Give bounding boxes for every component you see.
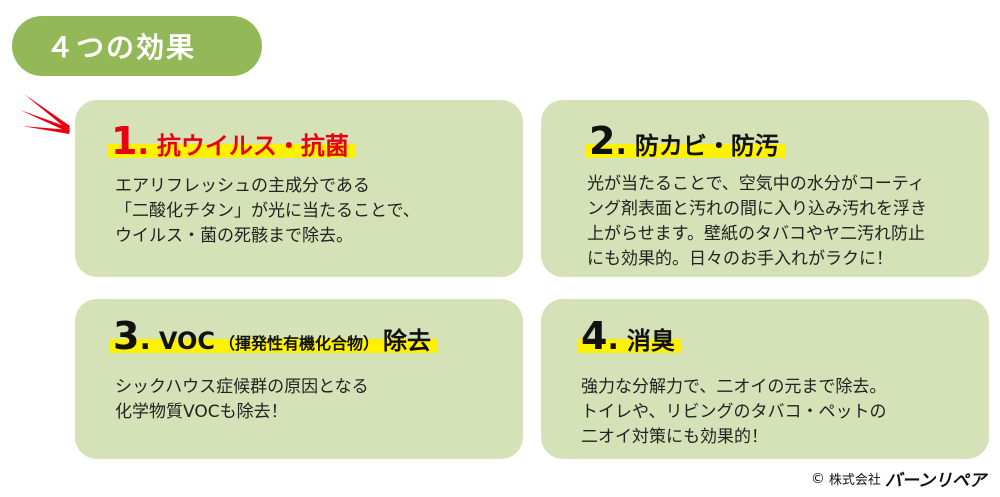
heading-highlight xyxy=(107,144,355,158)
effect-number: 2 xyxy=(589,119,616,163)
company-type: 株式会社 xyxy=(828,473,881,488)
description-line: にも効果的。日々のお手入れがラクに！ xyxy=(587,249,893,269)
effect-card-antimold: 2 . 防カビ・防汚 光が当たることで、空気中の水分がコーティ ング剤表面と汚れ… xyxy=(541,100,989,277)
section-title: ４つの効果 xyxy=(12,16,262,76)
effect-card-antivirus: 1 . 抗ウイルス・抗菌 エアリフレッシュの主成分である 「二酸化チタン」が光に… xyxy=(75,100,523,277)
effect-description-3: シックハウス症候群の原因となる 化学物質VOCも除去！ xyxy=(115,375,369,425)
effect-number-dot: . xyxy=(139,322,151,357)
effect-heading-3: 3 . VOC （揮発性有機化合物） 除去 xyxy=(109,314,438,358)
description-line: 強力な分解力で、二オイの元まで除去。 xyxy=(581,377,887,397)
effect-number: 3 xyxy=(113,314,140,358)
effect-heading-text: 防カビ・防汚 xyxy=(634,132,779,160)
description-line: 光が当たることで、空気中の水分がコーティ xyxy=(587,174,925,194)
copyright-notice: © 株式会社 バーンリペア xyxy=(810,466,986,492)
description-line: ング剤表面と汚れの間に入り込み汚れを浮き xyxy=(587,199,927,219)
copyright-icon: © xyxy=(810,470,825,487)
description-line: 上がらせます。壁紙のタバコやヤ二汚れ防止 xyxy=(587,224,925,244)
burst-lines-icon xyxy=(20,94,70,134)
description-line: ウイルス・菌の死骸まで除去。 xyxy=(115,226,353,246)
heading-highlight xyxy=(577,339,681,353)
heading-highlight xyxy=(585,144,785,158)
effect-number-dot: . xyxy=(137,127,149,162)
effect-heading-1: 1 . 抗ウイルス・抗菌 xyxy=(107,119,355,163)
effect-description-4: 強力な分解力で、二オイの元まで除去。 トイレや、リビングのタバコ・ペットの 二オ… xyxy=(581,375,887,450)
effect-card-deodorize: 4 . 消臭 強力な分解力で、二オイの元まで除去。 トイレや、リビングのタバコ・… xyxy=(541,299,989,459)
effect-number: 1 xyxy=(111,119,138,163)
effect-number-dot: . xyxy=(607,322,619,357)
effect-description-2: 光が当たることで、空気中の水分がコーティ ング剤表面と汚れの間に入り込み汚れを浮… xyxy=(587,172,927,272)
brand-logo-text: バーンリペア xyxy=(884,471,986,491)
effect-heading-subtext: （揮発性有機化合物） xyxy=(219,334,380,353)
description-line: 「二酸化チタン」が光に当たることで、 xyxy=(115,201,420,221)
description-line: 化学物質VOCも除去！ xyxy=(115,402,288,422)
effect-heading-text: VOC xyxy=(158,327,216,355)
effect-heading-4: 4 . 消臭 xyxy=(577,314,681,358)
effect-heading-tail: 除去 xyxy=(383,327,432,355)
effect-number-dot: . xyxy=(615,127,627,162)
effect-heading-2: 2 . 防カビ・防汚 xyxy=(585,119,785,163)
description-line: シックハウス症候群の原因となる xyxy=(115,377,369,397)
effect-heading-text: 消臭 xyxy=(626,327,675,355)
effect-description-1: エアリフレッシュの主成分である 「二酸化チタン」が光に当たることで、 ウイルス・… xyxy=(115,174,420,249)
effect-heading-text: 抗ウイルス・抗菌 xyxy=(156,132,349,160)
description-line: トイレや、リビングのタバコ・ペットの xyxy=(581,402,887,422)
effect-card-voc: 3 . VOC （揮発性有機化合物） 除去 シックハウス症候群の原因となる 化学… xyxy=(75,299,523,459)
description-line: エアリフレッシュの主成分である xyxy=(115,176,370,196)
effect-number: 4 xyxy=(581,314,608,358)
section-title-text: ４つの効果 xyxy=(46,31,197,64)
heading-highlight xyxy=(109,339,438,353)
description-line: 二オイ対策にも効果的！ xyxy=(581,427,768,447)
